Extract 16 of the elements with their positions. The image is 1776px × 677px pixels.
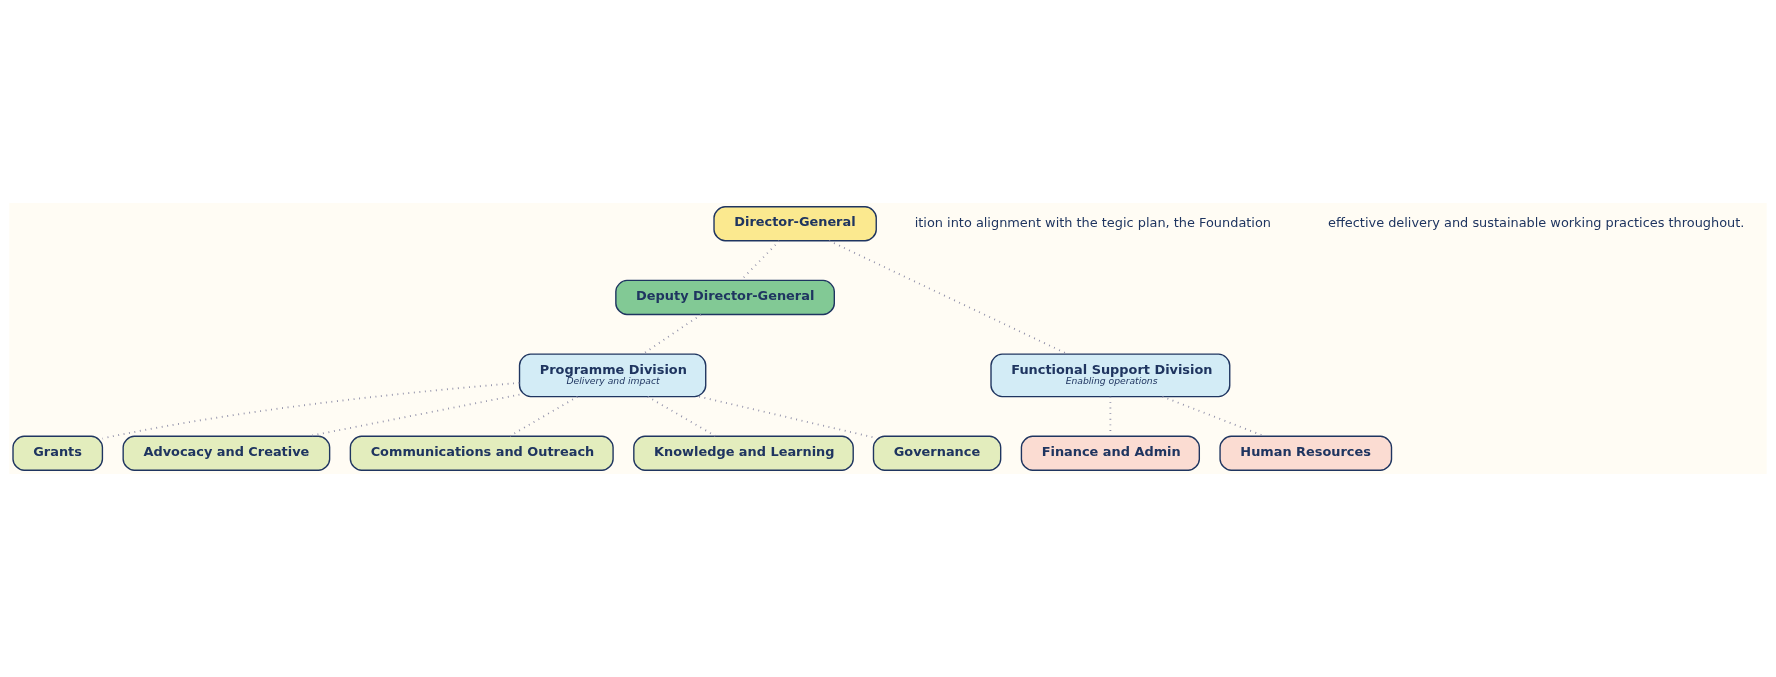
label: effective delivery and sustainable working practices throughout. xyxy=(1328,215,1745,231)
node-box: Knowledge and Learning xyxy=(633,435,854,471)
node-box: Functional Support Division Enabling operations xyxy=(990,353,1231,398)
node-box: Deputy Director-General xyxy=(615,279,835,316)
label: ition into alignment with the tegic plan, the Foundation xyxy=(914,215,1271,231)
connector xyxy=(698,395,875,439)
connector xyxy=(508,395,579,437)
connector xyxy=(646,395,717,437)
node-box: Director-General xyxy=(713,206,877,242)
node-box: Advocacy and Creative xyxy=(122,435,331,471)
node-box: Finance and Admin xyxy=(1020,435,1200,471)
node-box: Grants xyxy=(12,435,104,471)
node-box: Governance xyxy=(872,435,1002,471)
node-box: Human Resources xyxy=(1219,435,1393,471)
node-box: Programme Division Delivery and impact xyxy=(518,353,707,398)
node-box: Communications and Outreach xyxy=(349,435,614,471)
